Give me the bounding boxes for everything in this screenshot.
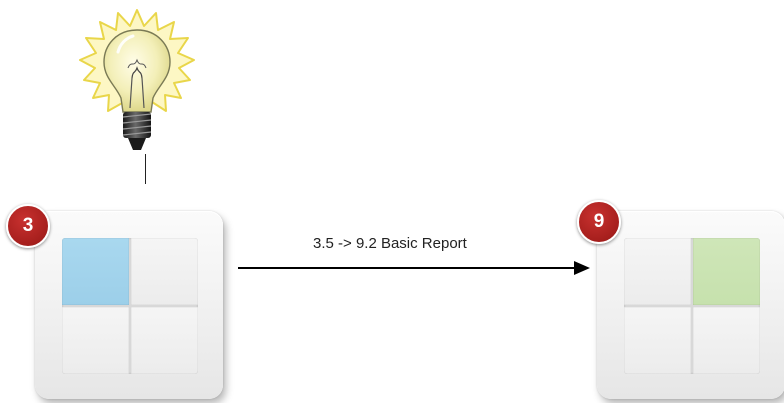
target-keypad <box>624 238 760 374</box>
report-arrow <box>238 261 590 275</box>
target-wall-switch <box>597 211 784 399</box>
source-keypad <box>62 238 198 374</box>
source-key-top-left-lit <box>62 238 129 305</box>
source-wall-switch <box>35 211 223 399</box>
light-bulb-icon <box>79 9 195 150</box>
target-node-badge: 9 <box>577 200 621 244</box>
target-key-top-right-lit <box>693 238 760 305</box>
source-key-bottom-left <box>62 307 129 374</box>
source-key-bottom-right <box>131 307 198 374</box>
target-key-bottom-right <box>693 307 760 374</box>
source-key-top-right <box>131 238 198 305</box>
lamp-wire <box>145 154 146 184</box>
target-key-top-left <box>624 238 691 305</box>
target-key-bottom-left <box>624 307 691 374</box>
report-arrow-label: 3.5 -> 9.2 Basic Report <box>313 235 467 252</box>
source-node-badge: 3 <box>6 204 50 248</box>
